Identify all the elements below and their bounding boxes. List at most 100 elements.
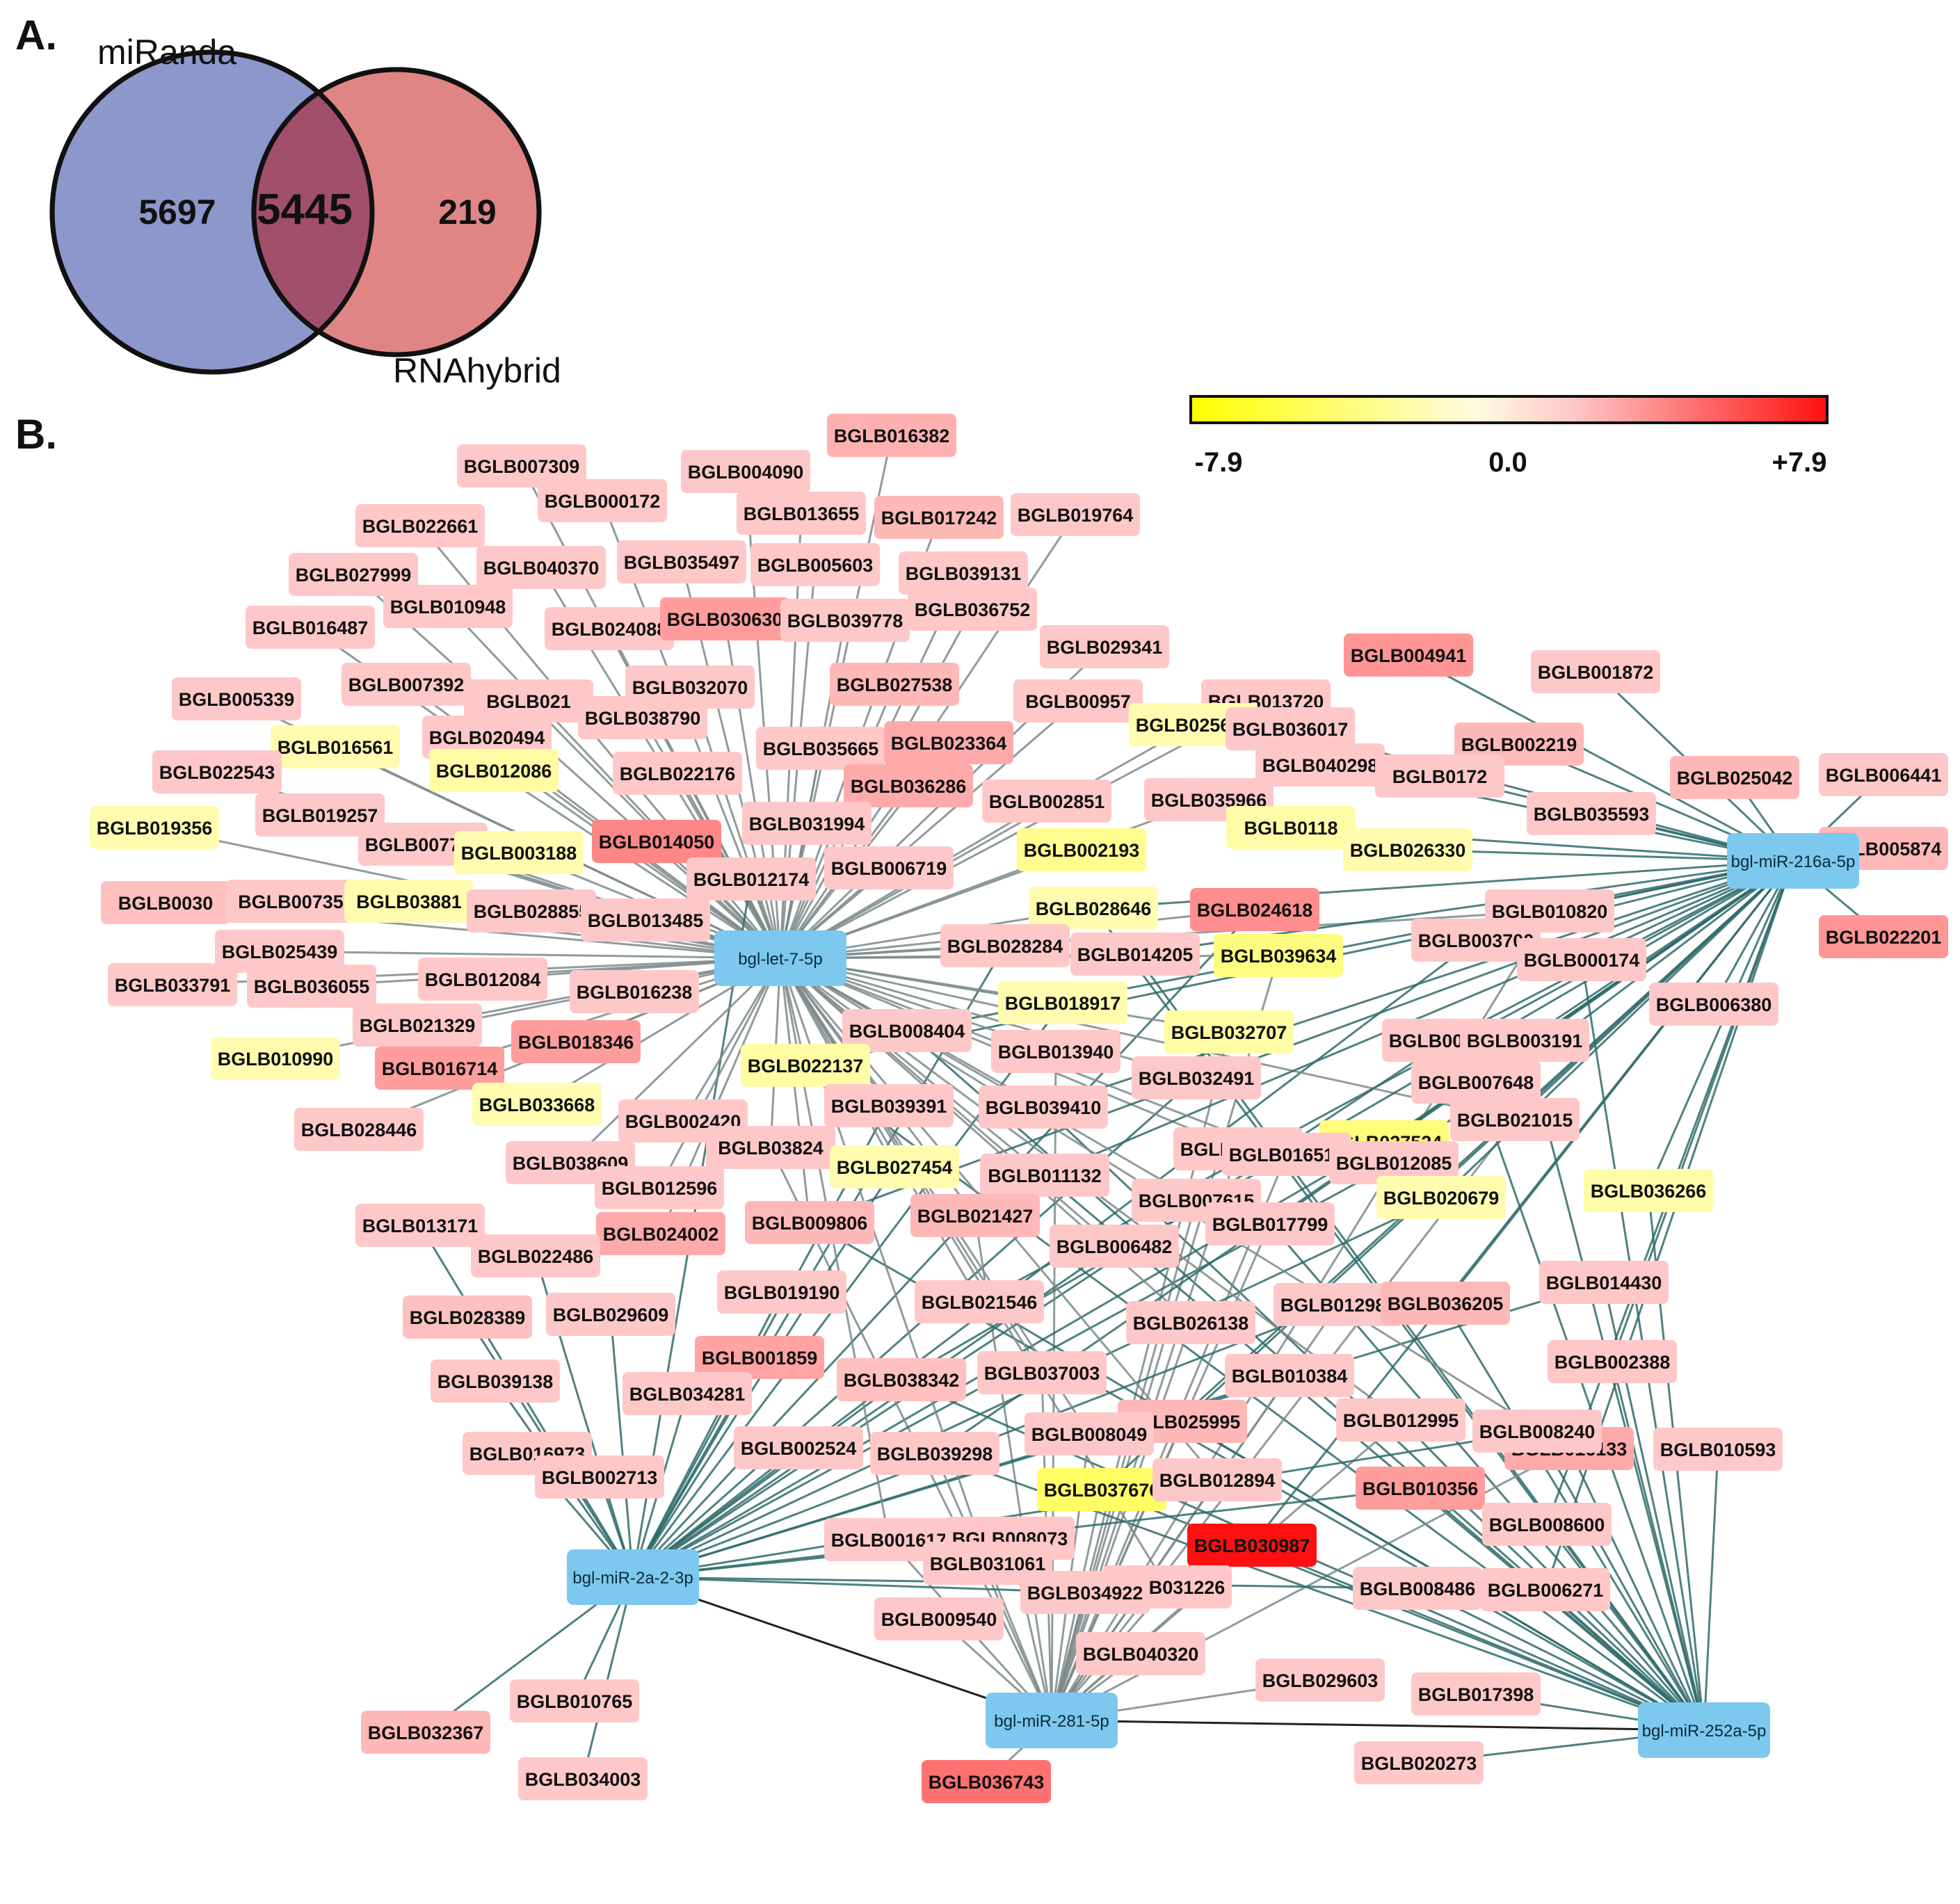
gene-node[interactable]: BGLB022176 bbox=[613, 752, 742, 795]
gene-node[interactable]: BGLB021546 bbox=[915, 1280, 1044, 1323]
gene-node[interactable]: BGLB026138 bbox=[1126, 1301, 1255, 1344]
gene-node[interactable]: BGLB036017 bbox=[1226, 707, 1355, 750]
gene-node[interactable]: BGLB033791 bbox=[108, 963, 237, 1006]
gene-node[interactable]: BGLB000174 bbox=[1517, 938, 1646, 981]
gene-node[interactable]: BGLB014430 bbox=[1539, 1261, 1669, 1304]
gene-node[interactable]: BGLB028284 bbox=[940, 924, 1070, 967]
gene-node[interactable]: BGLB039298 bbox=[870, 1432, 999, 1475]
gene-node[interactable]: BGLB012894 bbox=[1152, 1458, 1282, 1501]
gene-node[interactable]: BGLB013940 bbox=[991, 1030, 1120, 1073]
gene-node[interactable]: BGLB022137 bbox=[741, 1044, 870, 1087]
gene-node[interactable]: BGLB019257 bbox=[255, 793, 385, 837]
gene-node[interactable]: BGLB037676 bbox=[1037, 1468, 1166, 1511]
gene-node[interactable]: BGLB039778 bbox=[780, 599, 910, 642]
gene-node[interactable]: BGLB002193 bbox=[1017, 828, 1146, 871]
gene-node[interactable]: BGLB036752 bbox=[908, 588, 1037, 631]
gene-node[interactable]: BGLB020494 bbox=[422, 716, 552, 759]
gene-node[interactable]: BGLB031994 bbox=[742, 802, 871, 845]
gene-node[interactable]: BGLB035593 bbox=[1527, 792, 1656, 835]
mirna-node[interactable]: bgl-miR-281-5p bbox=[986, 1693, 1118, 1748]
gene-node[interactable]: BGLB017799 bbox=[1205, 1202, 1335, 1245]
gene-node[interactable]: BGLB016487 bbox=[246, 606, 375, 649]
gene-node[interactable]: BGLB040298 bbox=[1255, 743, 1385, 786]
gene-node[interactable]: BGLB024618 bbox=[1190, 888, 1319, 931]
gene-node[interactable]: BGLB003700 bbox=[1411, 919, 1541, 962]
gene-node[interactable]: BGLB029341 bbox=[1040, 625, 1169, 668]
gene-node[interactable]: BGLB012995 bbox=[1336, 1398, 1465, 1442]
gene-node[interactable]: BGLB032367 bbox=[361, 1711, 490, 1754]
gene-node[interactable]: BGLB028855 bbox=[467, 889, 596, 933]
gene-node[interactable]: BGLB007309 bbox=[457, 444, 586, 487]
gene-node[interactable]: BGLB010948 bbox=[383, 585, 513, 628]
gene-node[interactable]: BGLB004941 bbox=[1344, 634, 1473, 677]
gene-node[interactable]: BGLB010384 bbox=[1225, 1354, 1354, 1397]
gene-node[interactable]: BGLB016513 bbox=[1222, 1133, 1351, 1176]
gene-node[interactable]: BGLB00957 bbox=[1013, 679, 1143, 723]
gene-node[interactable]: BGLB012984 bbox=[1274, 1283, 1403, 1326]
gene-node[interactable]: BGLB0030 bbox=[101, 881, 230, 924]
gene-node[interactable]: BGLB016714 bbox=[375, 1047, 504, 1090]
gene-node[interactable]: BGLB016382 bbox=[827, 414, 956, 457]
gene-node[interactable]: BGLB039634 bbox=[1214, 934, 1343, 977]
gene-node[interactable]: BGLB010990 bbox=[211, 1037, 340, 1080]
gene-node[interactable]: BGLB019356 bbox=[90, 806, 219, 849]
gene-node[interactable]: BGLB039138 bbox=[431, 1360, 560, 1403]
gene-node[interactable]: BGLB010356 bbox=[1356, 1467, 1485, 1510]
gene-node[interactable]: BGLB002713 bbox=[535, 1455, 664, 1499]
gene-node[interactable]: BGLB036055 bbox=[247, 965, 376, 1008]
mirna-node[interactable]: bgl-let-7-5p bbox=[714, 930, 846, 986]
gene-node[interactable]: BGLB008404 bbox=[842, 1009, 972, 1052]
gene-node[interactable]: BGLB020679 bbox=[1376, 1176, 1506, 1219]
gene-node[interactable]: BGLB002524 bbox=[734, 1426, 863, 1469]
gene-node[interactable]: BGLB018346 bbox=[511, 1020, 641, 1063]
gene-node[interactable]: BGLB002851 bbox=[982, 780, 1111, 823]
gene-node[interactable]: BGLB008600 bbox=[1482, 1503, 1612, 1546]
gene-node[interactable]: BGLB034922 bbox=[1020, 1571, 1150, 1614]
gene-node[interactable]: BGLB006482 bbox=[1050, 1225, 1179, 1268]
gene-node[interactable]: BGLB006271 bbox=[1481, 1568, 1610, 1611]
gene-node[interactable]: BGLB021427 bbox=[910, 1194, 1040, 1237]
gene-node[interactable]: BGLB006380 bbox=[1649, 983, 1778, 1026]
gene-node[interactable]: BGLB014050 bbox=[592, 820, 721, 863]
gene-node[interactable]: BGLB039131 bbox=[899, 551, 1028, 595]
gene-node[interactable]: BGLB037003 bbox=[977, 1351, 1107, 1394]
gene-node[interactable]: BGLB012086 bbox=[429, 749, 559, 792]
gene-node[interactable]: BGLB0172 bbox=[1375, 755, 1504, 798]
gene-node[interactable]: BGLB013171 bbox=[355, 1204, 485, 1247]
gene-node[interactable]: BGLB022486 bbox=[471, 1234, 600, 1277]
gene-node[interactable]: BGLB030630 bbox=[660, 597, 789, 640]
gene-node[interactable]: BGLB036266 bbox=[1584, 1169, 1713, 1212]
gene-node[interactable]: BGLB035665 bbox=[756, 727, 885, 770]
gene-node[interactable]: BGLB022201 bbox=[1819, 915, 1948, 958]
gene-node[interactable]: BGLB028446 bbox=[294, 1108, 424, 1151]
gene-node[interactable]: BGLB009806 bbox=[745, 1201, 874, 1244]
gene-node[interactable]: BGLB006719 bbox=[824, 846, 954, 889]
gene-node[interactable]: BGLB006441 bbox=[1819, 753, 1948, 796]
gene-node[interactable]: BGLB013485 bbox=[581, 898, 710, 942]
gene-node[interactable]: BGLB009540 bbox=[874, 1597, 1004, 1640]
gene-node[interactable]: BGLB020273 bbox=[1354, 1741, 1484, 1784]
gene-node[interactable]: BGLB017398 bbox=[1411, 1672, 1541, 1716]
gene-node[interactable]: BGLB028389 bbox=[403, 1296, 532, 1339]
gene-node[interactable]: BGLB014205 bbox=[1070, 933, 1200, 976]
gene-node[interactable]: BGLB007392 bbox=[342, 663, 471, 706]
gene-node[interactable]: BGLB027999 bbox=[289, 553, 418, 596]
gene-node[interactable]: BGLB005339 bbox=[172, 677, 301, 720]
gene-node[interactable]: BGLB021 bbox=[464, 679, 593, 723]
gene-node[interactable]: BGLB012085 bbox=[1329, 1141, 1459, 1184]
mirna-node[interactable]: bgl-miR-252a-5p bbox=[1638, 1702, 1770, 1758]
gene-node[interactable]: BGLB000172 bbox=[538, 479, 667, 522]
gene-node[interactable]: BGLB008240 bbox=[1472, 1410, 1602, 1453]
gene-node[interactable]: BGLB019764 bbox=[1011, 493, 1140, 536]
gene-node[interactable]: BGLB012596 bbox=[595, 1166, 724, 1209]
gene-node[interactable]: BGLB021015 bbox=[1450, 1098, 1580, 1141]
gene-node[interactable]: BGLB036205 bbox=[1381, 1282, 1510, 1325]
gene-node[interactable]: BGLB040320 bbox=[1076, 1632, 1205, 1675]
gene-node[interactable]: BGLB008049 bbox=[1025, 1412, 1154, 1455]
gene-node[interactable]: BGLB021329 bbox=[353, 1003, 482, 1047]
gene-node[interactable]: BGLB025042 bbox=[1670, 756, 1799, 799]
gene-node[interactable]: BGLB034281 bbox=[622, 1372, 752, 1415]
gene-node[interactable]: BGLB007648 bbox=[1411, 1060, 1541, 1104]
gene-node[interactable]: BGLB00735 bbox=[226, 880, 355, 923]
gene-node[interactable]: BGLB029609 bbox=[546, 1293, 675, 1336]
